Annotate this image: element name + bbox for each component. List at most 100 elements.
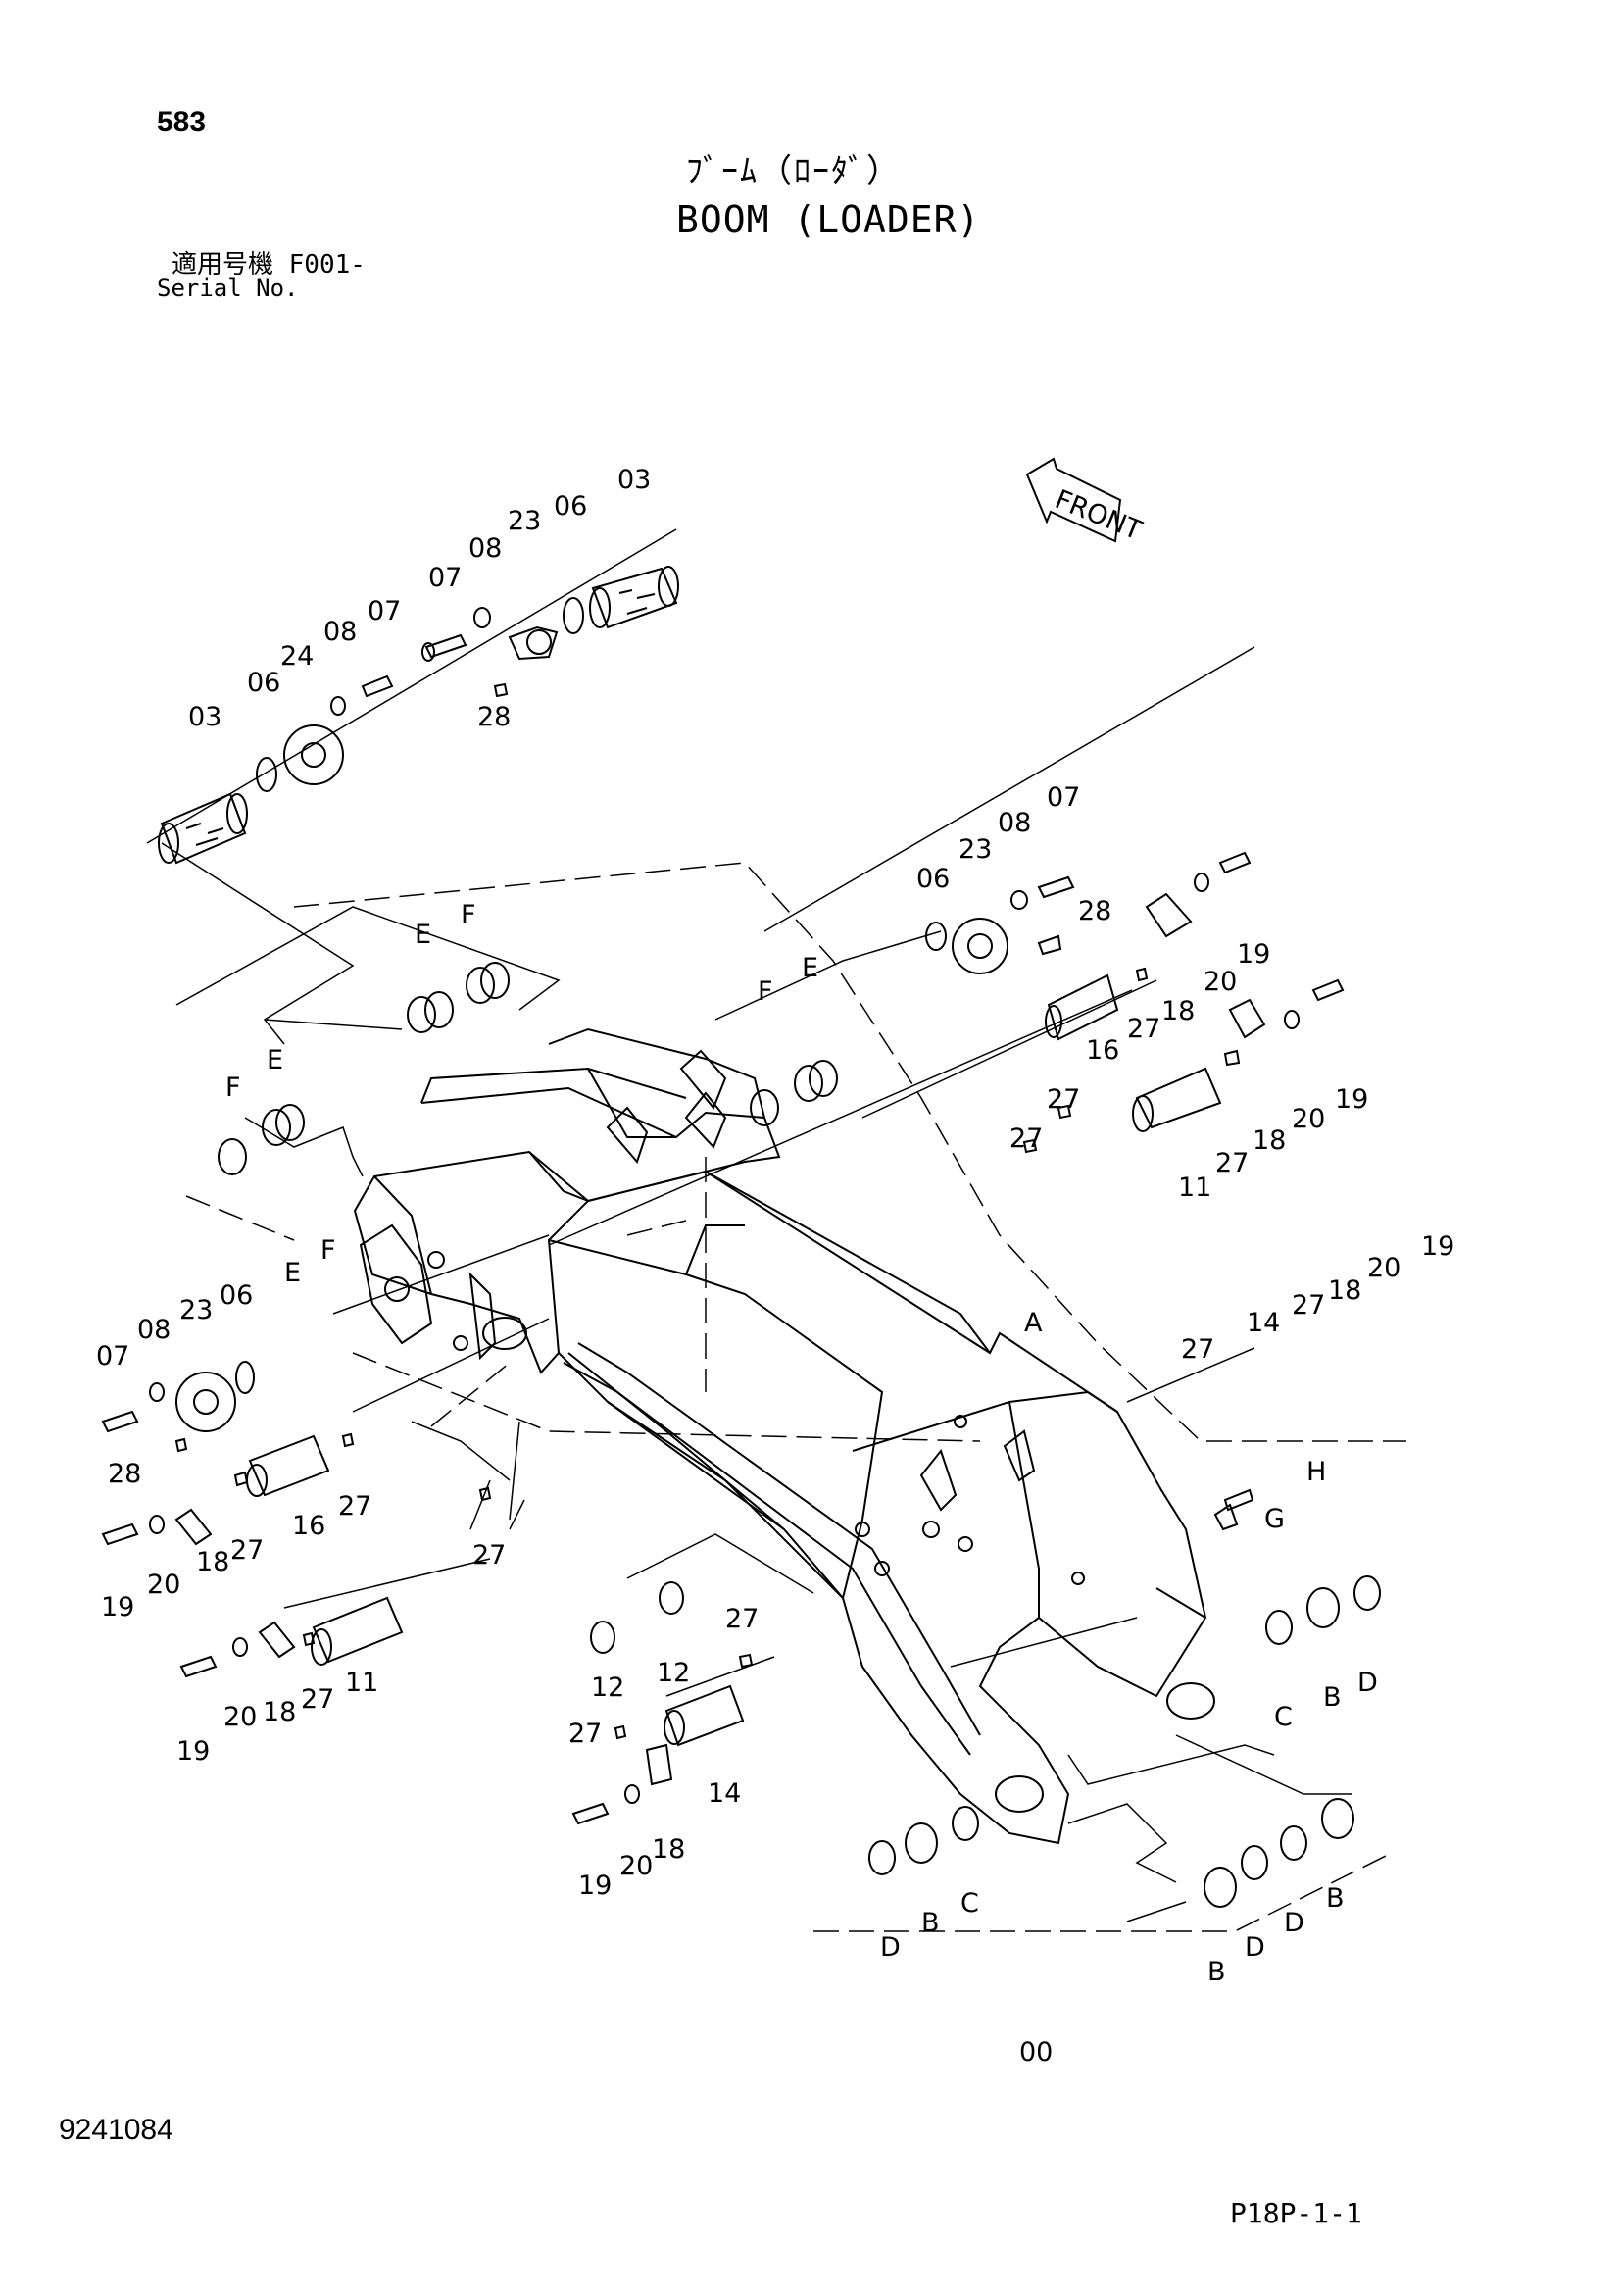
callout: 08 [323, 617, 357, 647]
callout: F [225, 1073, 241, 1103]
callout: 19 [176, 1736, 210, 1767]
drawing-id: 9241084 [59, 2114, 173, 2146]
front-arrow-marker: FRONT [1025, 457, 1147, 546]
callout: 12 [657, 1658, 690, 1688]
callout: 11 [345, 1668, 378, 1698]
pin-assembly-right-top [952, 851, 1345, 1154]
callout: 07 [428, 563, 462, 593]
callout: H [1306, 1457, 1326, 1487]
callout: 12 [591, 1672, 624, 1703]
callout: 20 [1367, 1253, 1401, 1283]
callout: 20 [147, 1570, 180, 1600]
pin-assembly-left-middle [101, 1361, 492, 1546]
callout: D [1284, 1908, 1304, 1938]
callout: B [1323, 1682, 1342, 1713]
callout: 28 [1078, 896, 1111, 926]
callout: 27 [1181, 1334, 1214, 1365]
callout: 27 [1009, 1123, 1043, 1154]
callout: 27 [301, 1684, 334, 1715]
serial-label-japanese: 適用号機 F001- [172, 250, 366, 279]
callout: B [1207, 1957, 1226, 1987]
callout: 19 [1421, 1231, 1454, 1262]
callout: 07 [1047, 782, 1080, 813]
callout: 14 [708, 1778, 741, 1809]
callout: A [1024, 1308, 1043, 1338]
callout: E [267, 1045, 283, 1075]
callout: 16 [292, 1511, 325, 1541]
callout: 08 [468, 533, 502, 564]
callout: G [1264, 1504, 1285, 1534]
callout-labels: 03 06 23 08 07 28 07 08 24 06 03 E F F E… [96, 465, 1454, 2068]
callout: 27 [725, 1604, 759, 1634]
callout: F [320, 1235, 336, 1266]
callout: 18 [196, 1547, 229, 1577]
callout: 28 [108, 1459, 141, 1489]
title-english: BOOM (LOADER) [676, 198, 981, 241]
sheet-id: P18P-1-1 [1230, 2197, 1362, 2229]
callout: 00 [1019, 2037, 1053, 2068]
callout: 08 [998, 808, 1031, 838]
callout: 20 [1292, 1104, 1325, 1134]
callout: 08 [137, 1315, 171, 1345]
callout: 18 [1161, 996, 1195, 1026]
callout: D [1245, 1932, 1265, 1963]
callout: 20 [619, 1851, 653, 1881]
callout: E [802, 953, 818, 983]
callout: 27 [568, 1719, 602, 1749]
callout: E [284, 1258, 301, 1288]
boom-body [353, 1027, 1215, 1845]
callout: 18 [1328, 1275, 1361, 1306]
callout: 28 [477, 702, 511, 732]
callout: 06 [247, 668, 280, 698]
callout: 14 [1247, 1308, 1280, 1338]
callout: B [1326, 1883, 1345, 1914]
callout: 27 [472, 1540, 506, 1571]
callout: F [461, 900, 476, 930]
callout: D [880, 1932, 901, 1963]
callout: 23 [508, 506, 541, 536]
title-japanese: ﾌﾞｰﾑ（ﾛｰﾀﾞ） [686, 152, 902, 191]
callout: 19 [1335, 1084, 1368, 1115]
pin-assembly-left-top [158, 674, 394, 865]
callout: B [921, 1908, 940, 1938]
callout: 06 [220, 1280, 253, 1311]
front-label: FRONT [1051, 484, 1147, 546]
axis-lines [146, 528, 1352, 1922]
callout: 18 [1253, 1125, 1286, 1156]
callout: 24 [280, 641, 314, 672]
dashed-boundary [185, 862, 1406, 1932]
callout: 19 [101, 1592, 134, 1622]
callout: 27 [1127, 1014, 1160, 1044]
callout: 27 [338, 1491, 371, 1522]
callout: 19 [1237, 939, 1270, 970]
callout: 06 [916, 864, 950, 894]
callout: 20 [223, 1702, 257, 1732]
callout: 19 [578, 1871, 612, 1901]
page-number: 583 [157, 106, 207, 138]
callout: C [960, 1888, 979, 1919]
pin-assembly-left-lower [179, 1581, 754, 1825]
callout: 23 [179, 1295, 213, 1325]
bushing-set-lower [868, 1488, 1381, 1908]
serial-label-english: Serial No. [157, 275, 299, 302]
callout: 06 [554, 491, 587, 522]
callout: 03 [617, 465, 651, 495]
bushing-set-upper [218, 922, 947, 1175]
callout: 03 [188, 702, 221, 732]
callout: C [1274, 1702, 1293, 1732]
callout: 07 [368, 596, 401, 626]
callout: 18 [263, 1697, 296, 1727]
callout: 27 [230, 1535, 264, 1566]
callout: E [415, 920, 431, 950]
callout: 27 [1047, 1084, 1080, 1115]
callout: F [758, 976, 773, 1007]
callout: 16 [1086, 1035, 1119, 1066]
callout: 20 [1204, 967, 1237, 997]
callout: 27 [1215, 1148, 1249, 1178]
callout: D [1357, 1668, 1378, 1698]
callout: 23 [958, 834, 992, 865]
callout: 18 [652, 1834, 685, 1865]
pin-assembly-top [421, 566, 679, 698]
callout: 11 [1178, 1173, 1211, 1203]
